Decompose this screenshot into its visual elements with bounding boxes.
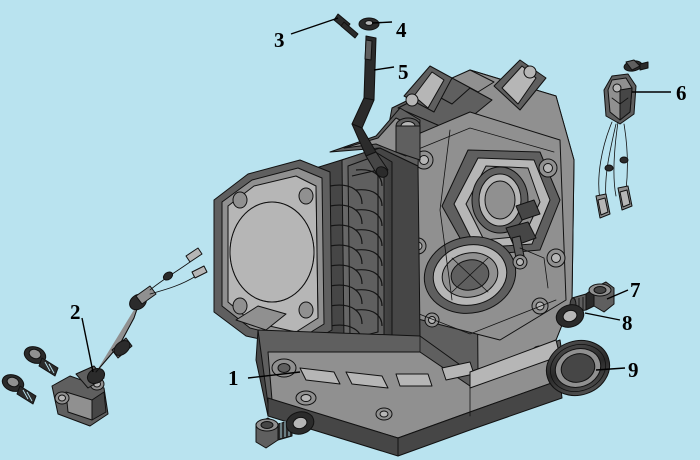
callout-number-2[interactable]: 2 bbox=[70, 300, 81, 324]
leader-line-8 bbox=[584, 312, 621, 321]
callout-number-5[interactable]: 5 bbox=[398, 60, 409, 84]
leader-line-1 bbox=[247, 371, 301, 379]
part-sealing-washer bbox=[555, 304, 585, 328]
sensor-mount-bolt bbox=[623, 59, 649, 72]
callout-leader-lines bbox=[81, 17, 671, 379]
callout-number-3[interactable]: 3 bbox=[274, 28, 285, 52]
leader-line-4 bbox=[371, 21, 393, 24]
callout-number-9[interactable]: 9 bbox=[628, 358, 639, 382]
part-crankcase-cylinder-block bbox=[213, 59, 575, 457]
leader-line-3 bbox=[290, 17, 339, 35]
callout-number-4[interactable]: 4 bbox=[396, 18, 407, 42]
flange-bolt-left-upper bbox=[23, 346, 59, 377]
leader-line-5 bbox=[373, 66, 395, 71]
callout-number-1[interactable]: 1 bbox=[228, 366, 239, 390]
part-oil-drain-plug bbox=[569, 281, 615, 313]
leader-line-7 bbox=[606, 289, 629, 300]
leader-line-2 bbox=[81, 317, 94, 373]
part-washer bbox=[358, 17, 380, 31]
leader-line-9 bbox=[595, 367, 626, 371]
part-crankshaft-oil-seal bbox=[545, 339, 611, 397]
cylinder-fins bbox=[329, 169, 383, 343]
callout-number-8[interactable]: 8 bbox=[622, 311, 633, 335]
part-governor-rod bbox=[351, 35, 389, 178]
part-oil-alert-sensor-unit bbox=[595, 59, 649, 219]
callout-number-6[interactable]: 6 bbox=[676, 81, 687, 105]
part-oil-level-sensor-assembly bbox=[51, 247, 208, 427]
drain-washer-bottom bbox=[285, 411, 315, 435]
callout-number-7[interactable]: 7 bbox=[630, 278, 641, 302]
flange-bolt-left-lower bbox=[1, 374, 37, 405]
